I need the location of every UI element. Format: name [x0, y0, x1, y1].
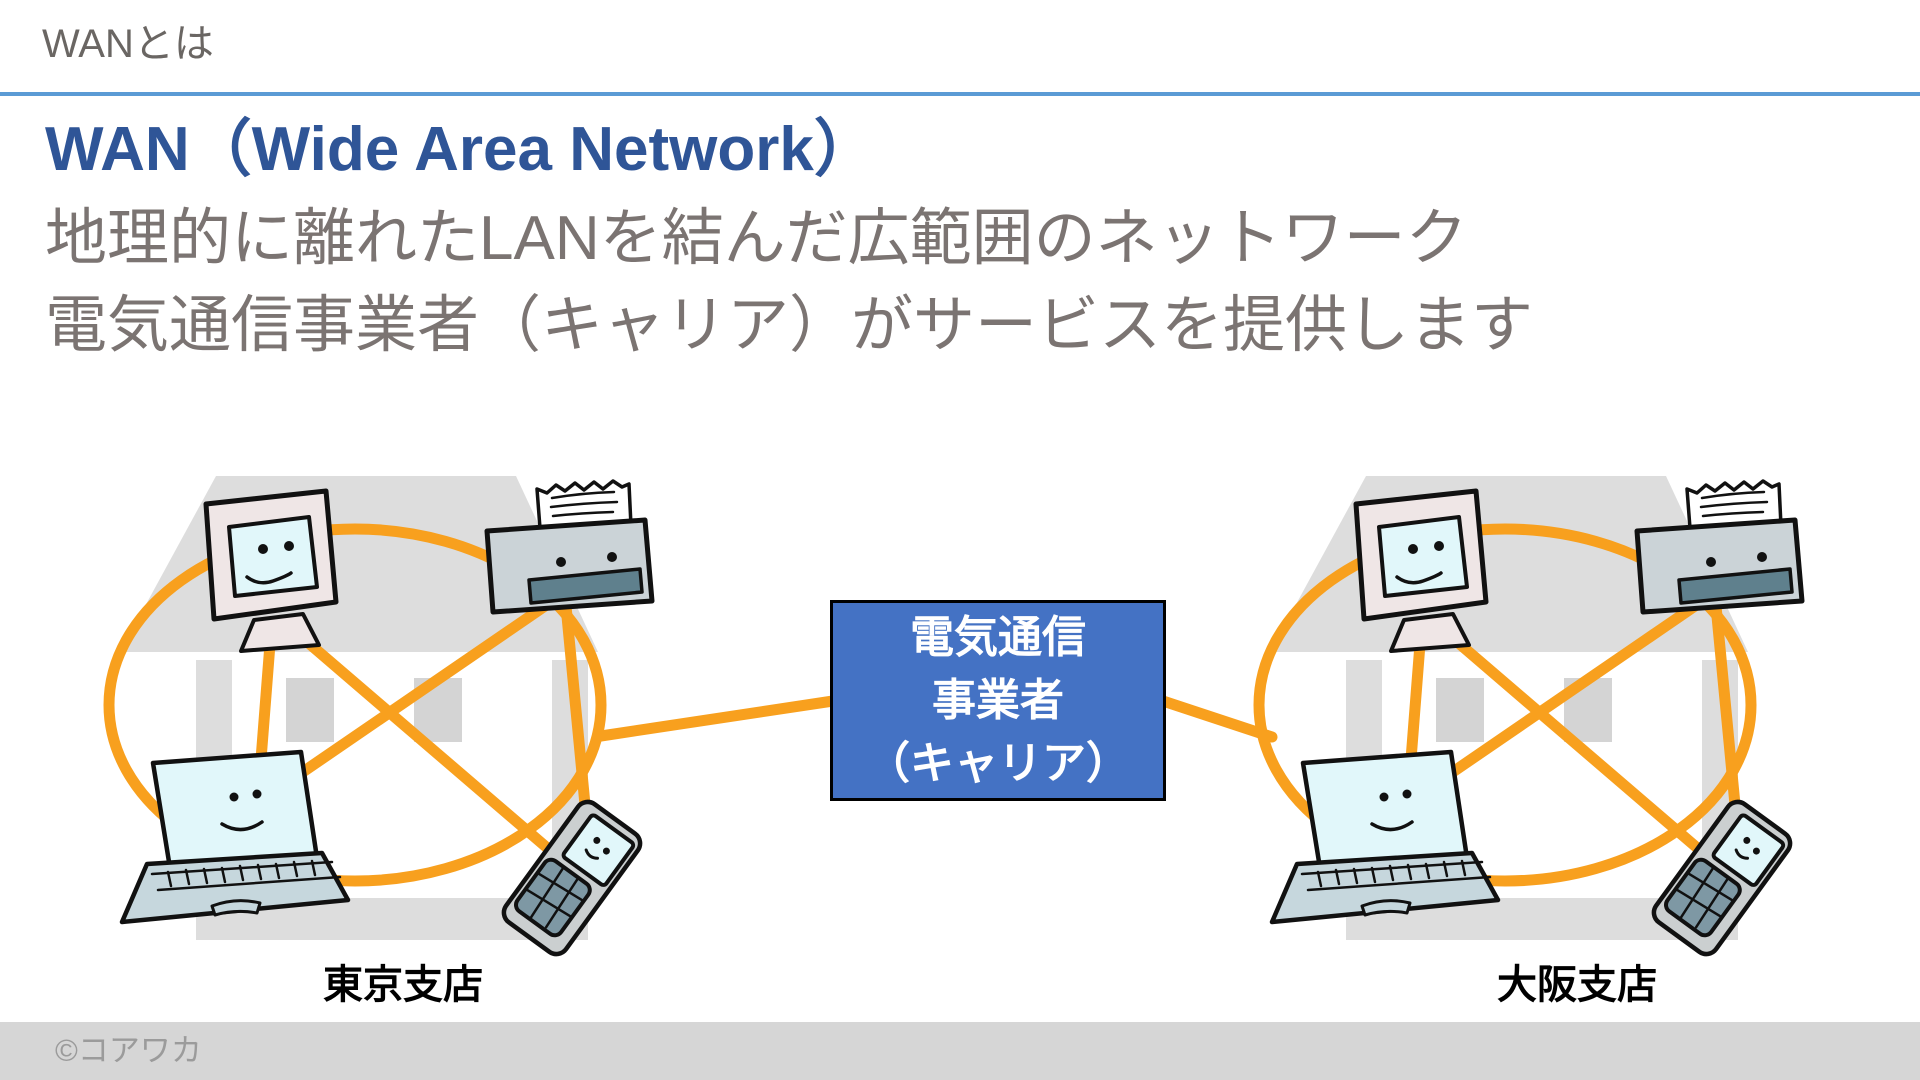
carrier-line-2: 事業者	[932, 676, 1064, 725]
header-divider	[0, 92, 1920, 96]
wan-link-right-line	[1157, 695, 1278, 743]
left-lan-site	[109, 476, 652, 959]
right-site-label: 大阪支店	[1497, 963, 1657, 1007]
left-site-label: 東京支店	[323, 963, 483, 1007]
body-line-2: 電気通信事業者（キャリア）がサービスを提供します	[45, 291, 1534, 360]
right-lan-site	[1259, 476, 1802, 959]
header-title: WANとは	[42, 22, 214, 66]
copyright-text: ©コアワカ	[55, 1033, 202, 1068]
carrier-line-1: 電気通信	[910, 613, 1086, 662]
page-heading: WAN（Wide Area Network）	[45, 115, 876, 184]
body-line-1: 地理的に離れたLANを結んだ広範囲のネットワーク	[45, 204, 1468, 273]
carrier-box: 電気通信 事業者 （キャリア）	[830, 600, 1166, 801]
carrier-line-3: （キャリア）	[866, 739, 1130, 788]
wan-link-left-line	[595, 695, 839, 742]
footer: ©コアワカ	[0, 1022, 1920, 1080]
